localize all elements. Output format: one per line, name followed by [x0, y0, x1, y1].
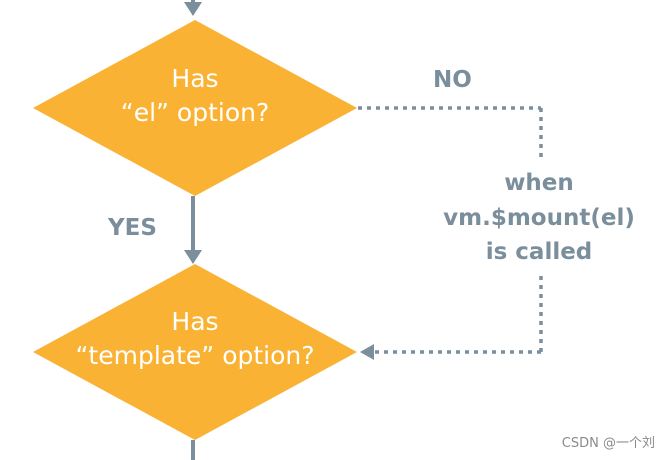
mount-note-line1: when: [504, 170, 574, 196]
decision-template-option: Has “template” option?: [33, 264, 357, 440]
yes-label: YES: [107, 215, 157, 241]
no-connector-arrowhead: [360, 344, 374, 360]
decision-template-diamond: [33, 264, 357, 440]
yes-connector: [184, 196, 202, 264]
no-connector: [358, 106, 543, 360]
mount-note-line2: vm.$mount(el): [443, 205, 635, 231]
incoming-arrow: [184, 0, 202, 16]
mount-note-line3: is called: [486, 239, 593, 265]
decision-template-line2: “template” option?: [75, 341, 314, 370]
decision-template-line1: Has: [171, 307, 218, 336]
no-label: NO: [433, 67, 472, 93]
decision-el-diamond: [33, 20, 357, 196]
decision-el-line1: Has: [171, 64, 218, 93]
decision-el-line2: “el” option?: [121, 98, 270, 127]
decision-el-option: Has “el” option?: [33, 20, 357, 196]
mount-note: when vm.$mount(el) is called: [443, 170, 635, 265]
watermark: CSDN @一个刘: [562, 436, 655, 451]
